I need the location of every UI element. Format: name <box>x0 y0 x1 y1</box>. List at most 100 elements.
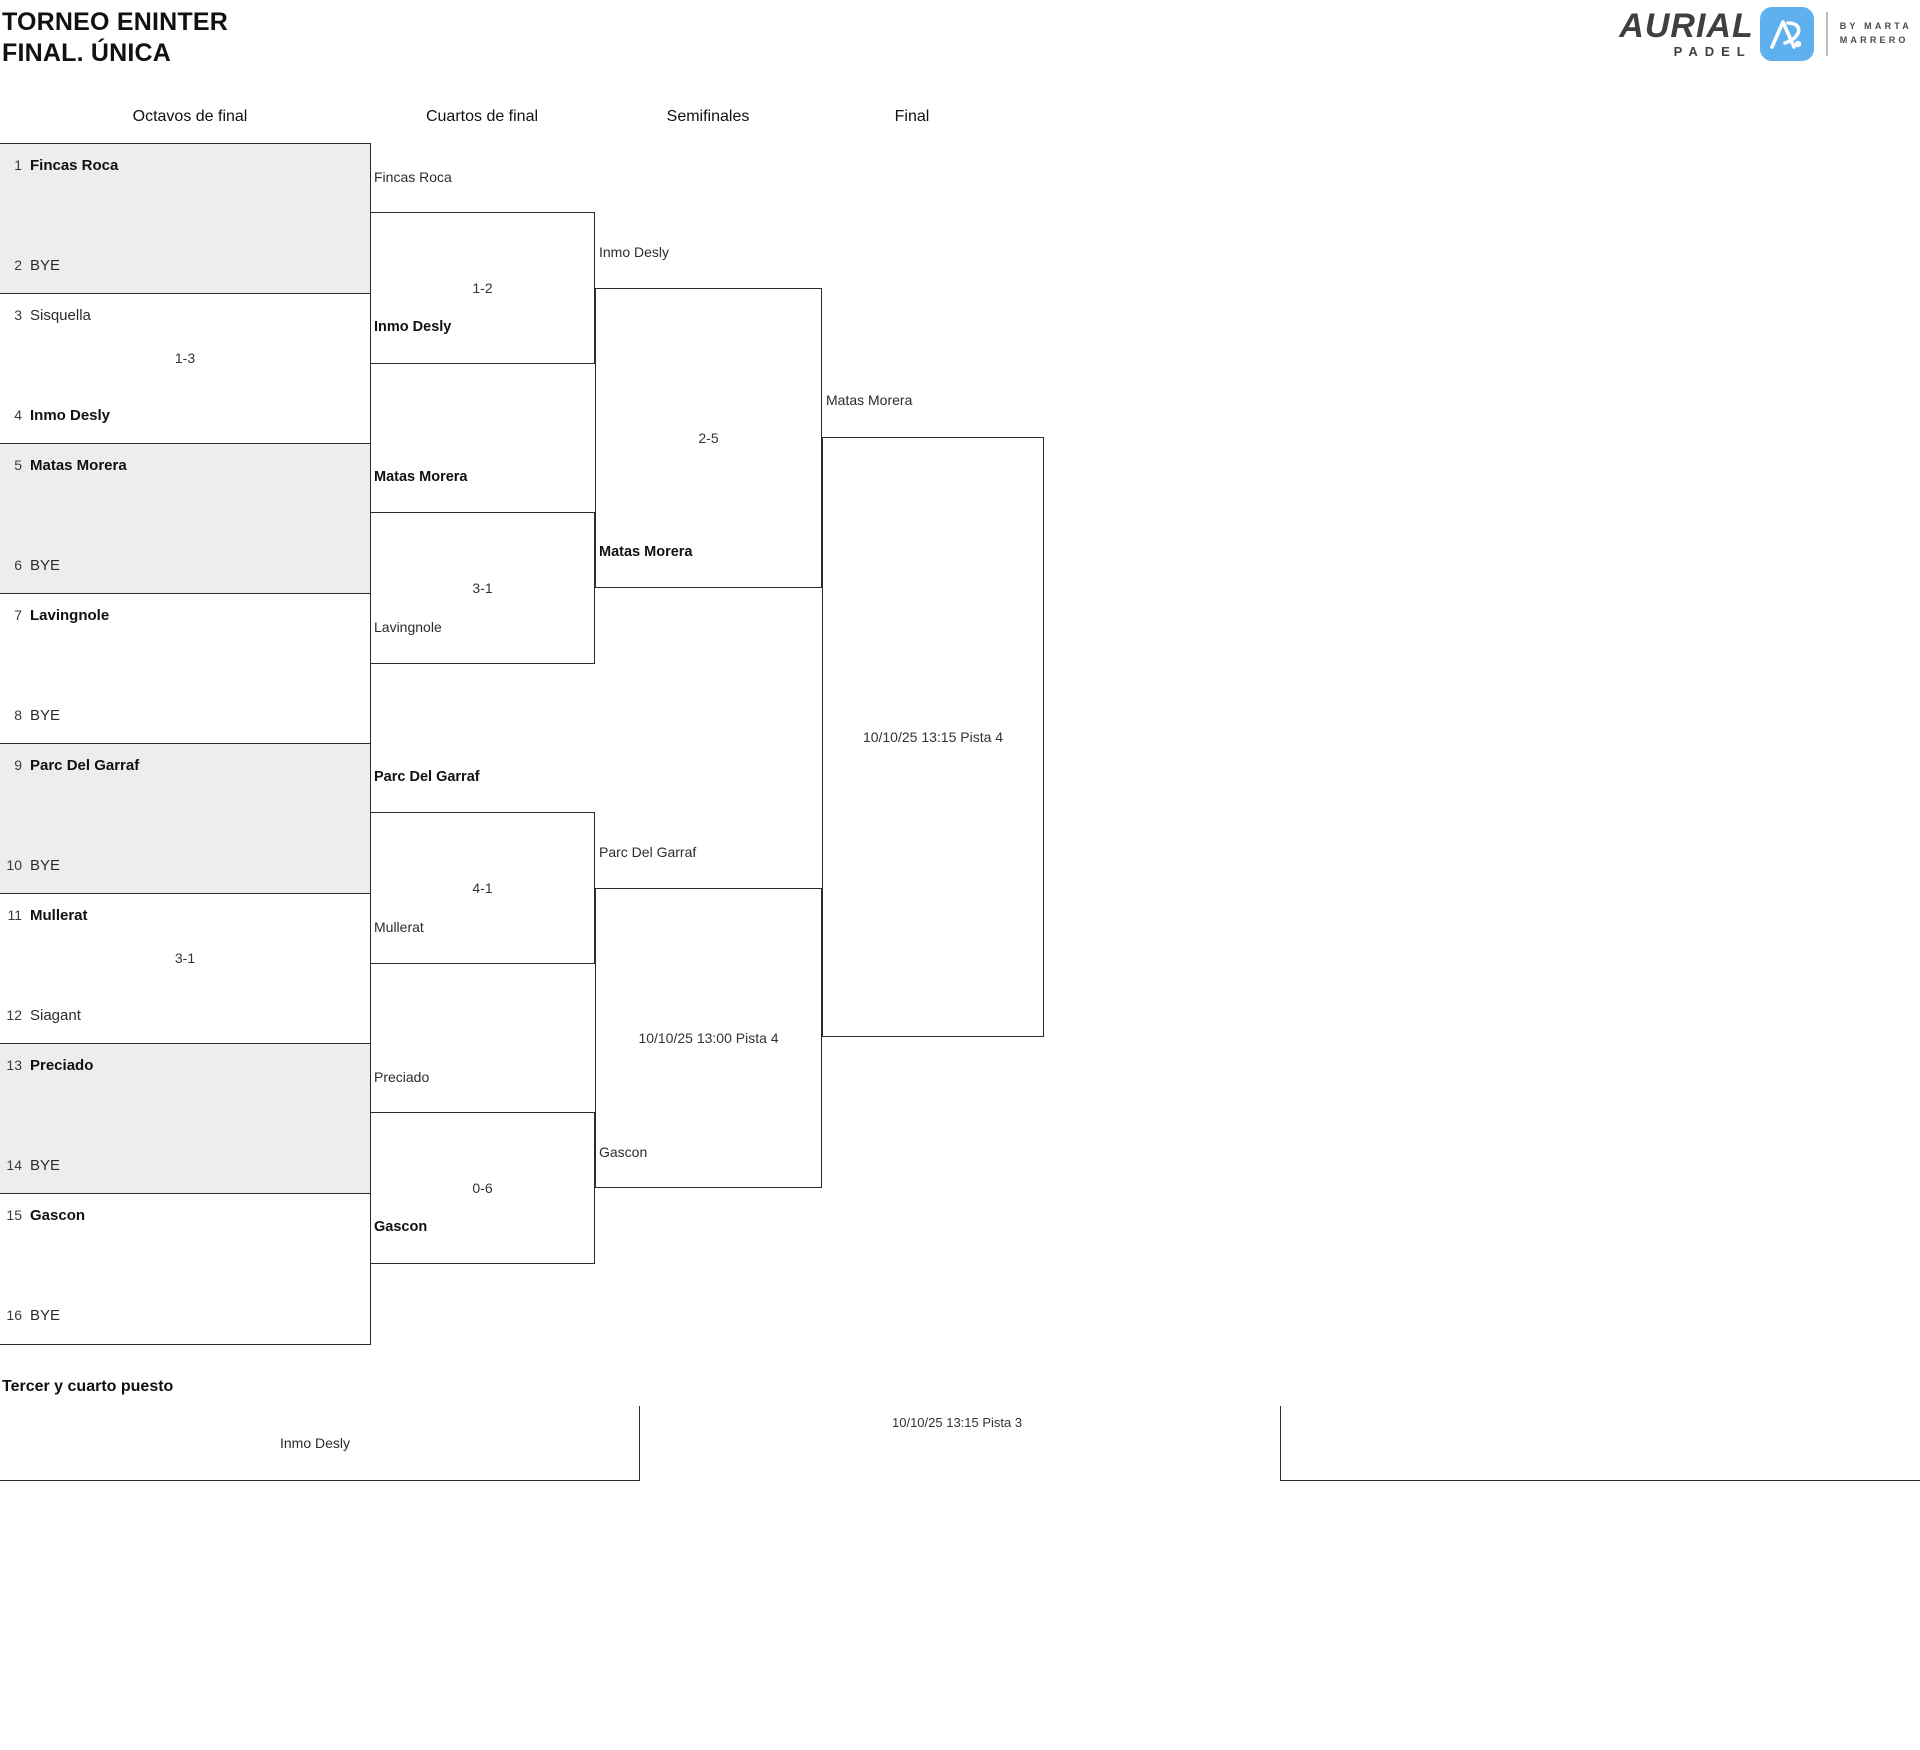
seed-name: Siagant <box>30 1006 81 1024</box>
octavos-score: 1-3 <box>174 350 196 366</box>
aurial-padel-logo: AURIAL PADEL BY MARTA MARRERO <box>1619 6 1912 62</box>
third-place-right-box[interactable] <box>1280 1406 1920 1481</box>
seed-number: 11 <box>7 907 22 923</box>
seed-name: Parc Del Garraf <box>30 756 140 774</box>
seed-number: 10 <box>6 857 22 873</box>
cuartos-match-1-box[interactable]: 1-2 <box>370 212 595 364</box>
seed-name: Inmo Desly <box>30 406 111 424</box>
seed-number: 16 <box>6 1307 22 1323</box>
logo-wordmark: AURIAL PADEL <box>1619 6 1754 60</box>
cuartos-3-top: Parc Del Garraf <box>374 769 480 785</box>
semifinal-2-top: Parc Del Garraf <box>599 844 697 860</box>
seed-number: 6 <box>14 557 22 573</box>
semifinal-1-score: 2-5 <box>698 430 719 446</box>
octavos-match-3[interactable]: 5 Matas Morera 6 BYE <box>0 444 370 594</box>
seed-name: Lavingnole <box>30 606 110 624</box>
seed-row: 2 BYE <box>0 252 370 278</box>
cuartos-match-3-box[interactable]: 4-1 <box>370 812 595 964</box>
final-match-box[interactable]: 10/10/25 13:15 Pista 4 <box>822 437 1044 1037</box>
cuartos-4-top: Preciado <box>374 1069 430 1085</box>
semifinal-match-1-box[interactable]: 2-5 <box>595 288 822 588</box>
seed-row: 6 BYE <box>0 552 370 578</box>
octavos-score: 3-1 <box>174 950 196 966</box>
seed-name: Sisquella <box>30 306 91 324</box>
seed-row: 16 BYE <box>0 1302 370 1328</box>
seed-row: 3 Sisquella <box>0 302 370 328</box>
seed-number: 4 <box>14 407 22 423</box>
logo-byline: BY MARTA MARRERO <box>1840 20 1912 48</box>
round-header-final: Final <box>894 108 930 125</box>
final-top: Matas Morera <box>826 392 913 408</box>
seed-number: 15 <box>6 1207 22 1223</box>
seed-number: 3 <box>14 307 22 323</box>
seed-name: Preciado <box>30 1056 94 1074</box>
seed-number: 14 <box>6 1157 22 1173</box>
octavos-match-5[interactable]: 9 Parc Del Garraf 10 BYE <box>0 744 370 894</box>
seed-number: 9 <box>14 757 22 773</box>
cuartos-1-top: Fincas Roca <box>374 169 452 185</box>
octavos-match-2[interactable]: 3 Sisquella 1-3 4 Inmo Desly <box>0 294 370 444</box>
seed-number: 1 <box>14 157 22 173</box>
seed-name: Gascon <box>30 1206 86 1224</box>
page-title: TORNEO ENINTER FINAL. ÚNICA <box>2 7 228 68</box>
third-place-competitor: Inmo Desly <box>280 1435 351 1451</box>
seed-name: BYE <box>30 1306 61 1324</box>
tournament-phase: FINAL. ÚNICA <box>2 38 172 67</box>
third-place-schedule: 10/10/25 13:15 Pista 3 <box>892 1415 1023 1430</box>
round-header-semifinales: Semifinales <box>666 108 750 125</box>
ap-monogram-icon <box>1759 7 1814 61</box>
cuartos-3-bottom: Mullerat <box>374 919 424 935</box>
cuartos-1-score: 1-2 <box>472 280 493 296</box>
semifinal-1-bottom: Matas Morera <box>599 544 693 560</box>
cuartos-match-2-box[interactable]: 3-1 <box>370 512 595 664</box>
round-header-cuartos: Cuartos de final <box>425 108 539 125</box>
third-place-left-box[interactable] <box>0 1406 640 1481</box>
logo-sub-text: PADEL <box>1673 44 1752 60</box>
seed-row: 9 Parc Del Garraf <box>0 752 370 778</box>
semifinal-match-2-box[interactable]: 10/10/25 13:00 Pista 4 <box>595 888 822 1188</box>
seed-row: 10 BYE <box>0 852 370 878</box>
cuartos-4-score: 0-6 <box>472 1180 493 1196</box>
third-place-title: Tercer y cuarto puesto <box>2 1378 174 1395</box>
logo-brand-text: AURIAL <box>1619 6 1754 45</box>
seed-number: 12 <box>6 1007 22 1023</box>
cuartos-3-score: 4-1 <box>472 880 493 896</box>
round-header-octavos: Octavos de final <box>132 108 248 125</box>
semifinal-2-bottom: Gascon <box>599 1144 648 1160</box>
logo-byline-1: BY MARTA <box>1839 21 1912 32</box>
seed-name: BYE <box>30 856 61 874</box>
seed-name: Matas Morera <box>30 456 127 474</box>
seed-row: 4 Inmo Desly <box>0 402 370 428</box>
semifinal-2-schedule: 10/10/25 13:00 Pista 4 <box>638 1030 779 1046</box>
seed-row: 12 Siagant <box>0 1002 370 1028</box>
semifinal-1-top: Inmo Desly <box>599 244 670 260</box>
seed-number: 2 <box>14 257 22 273</box>
octavos-match-8[interactable]: 15 Gascon 16 BYE <box>0 1194 370 1344</box>
seed-number: 13 <box>6 1057 22 1073</box>
cuartos-2-top: Matas Morera <box>374 469 468 485</box>
seed-row: 13 Preciado <box>0 1052 370 1078</box>
cuartos-2-score: 3-1 <box>472 580 493 596</box>
seed-row: 5 Matas Morera <box>0 452 370 478</box>
seed-number: 8 <box>14 707 22 723</box>
seed-name: BYE <box>30 256 61 274</box>
tournament-name: TORNEO ENINTER <box>2 8 228 36</box>
final-schedule: 10/10/25 13:15 Pista 4 <box>862 729 1004 745</box>
seed-name: BYE <box>30 556 61 574</box>
cuartos-2-bottom: Lavingnole <box>374 619 442 635</box>
seed-number: 5 <box>14 457 22 473</box>
cuartos-match-4-box[interactable]: 0-6 <box>370 1112 595 1264</box>
seed-row: 15 Gascon <box>0 1202 370 1228</box>
cuartos-1-bottom: Inmo Desly <box>374 319 452 335</box>
